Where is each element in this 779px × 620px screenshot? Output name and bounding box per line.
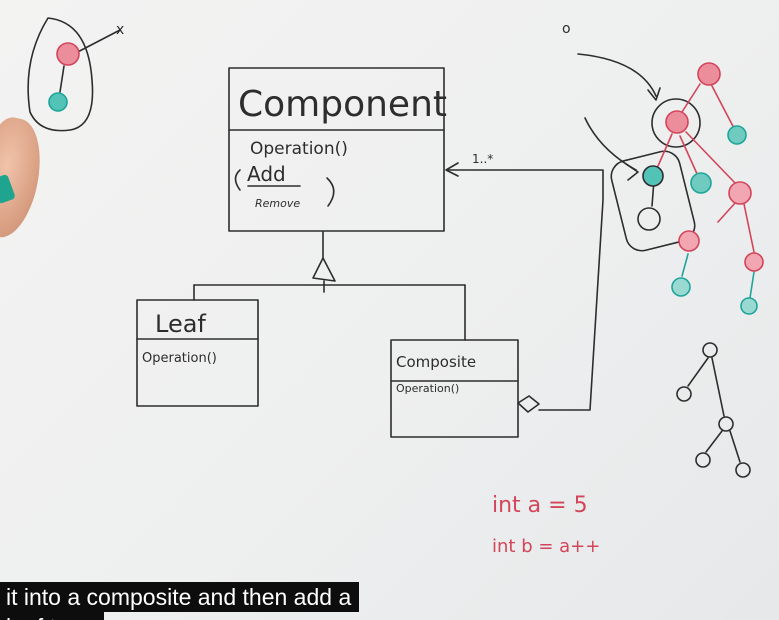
component-class-box [228, 67, 445, 232]
side-arrowhead [625, 163, 639, 181]
bw-root-node [702, 342, 718, 358]
bw-mid-node [718, 416, 734, 432]
mini-tree-outline [27, 17, 94, 132]
subtree-outline [610, 150, 696, 252]
code-line-2: int b = a++ [492, 536, 600, 557]
code-line-1: int a = 5 [492, 493, 588, 518]
side-arrow [584, 117, 637, 171]
tree-root-ring [651, 98, 701, 148]
red-edge-2 [711, 85, 737, 133]
leaf-title: Leaf [155, 310, 206, 338]
leaf-class-box [136, 299, 259, 407]
teal-edge-1 [681, 253, 689, 277]
subtitle-line-1: it into a composite and then add a [0, 582, 360, 612]
tree-teal-node-1 [727, 125, 747, 145]
tree-red-node-top [697, 62, 721, 86]
red-edge-1 [681, 83, 701, 113]
pointer-arrow [577, 53, 657, 97]
tree-teal-node-2 [642, 165, 664, 187]
bw-leaf-node-2 [735, 462, 751, 478]
teal-edge-2 [749, 271, 755, 299]
component-title: Component [238, 84, 447, 125]
inheritance-triangle [312, 257, 336, 282]
tree-teal-node-5 [740, 297, 758, 315]
aggregation-arrowhead [445, 162, 459, 177]
pointer-arrowhead [647, 87, 661, 101]
component-open-paren [234, 169, 241, 191]
component-method-add: Add [247, 162, 286, 186]
red-edge-4 [679, 135, 699, 177]
aggregation-diamond [517, 395, 540, 413]
red-edge-6 [717, 201, 737, 223]
subtitle-line-2: leaf to [0, 612, 104, 620]
composite-method: Operation() [396, 382, 459, 395]
composite-title: Composite [396, 353, 476, 371]
tree-red-node-2 [728, 181, 752, 205]
tree-teal-node-4 [671, 277, 691, 297]
mini-tree-edge [59, 65, 65, 93]
mini-tree-red-node [56, 42, 80, 66]
bw-edge-2 [711, 357, 725, 417]
component-method-remove: Remove [255, 197, 300, 210]
red-edge-5 [685, 131, 737, 185]
aggregation-line [447, 169, 604, 411]
bw-left-node [676, 386, 692, 402]
composite-class-box [390, 339, 519, 438]
bw-leaf-node-1 [695, 452, 711, 468]
component-method-operation: Operation() [250, 139, 348, 159]
multiplicity-label: 1..* [472, 152, 493, 166]
tree-teal-node-3 [690, 172, 712, 194]
mini-tree-teal-node [48, 92, 68, 112]
bw-edge-4 [729, 430, 741, 463]
x-mark: x [116, 22, 124, 38]
tree-red-node-4 [744, 252, 764, 272]
component-close-paren [326, 177, 335, 207]
red-edge-7 [743, 203, 755, 253]
tree-red-node-root [665, 110, 689, 134]
subtree-child-node [637, 207, 661, 231]
bw-edge-1 [687, 357, 709, 387]
o-mark: o [562, 21, 571, 37]
tree-red-node-3 [678, 230, 700, 252]
red-edge-3 [657, 133, 673, 167]
bw-edge-3 [705, 430, 723, 453]
leaf-method: Operation() [142, 351, 217, 366]
